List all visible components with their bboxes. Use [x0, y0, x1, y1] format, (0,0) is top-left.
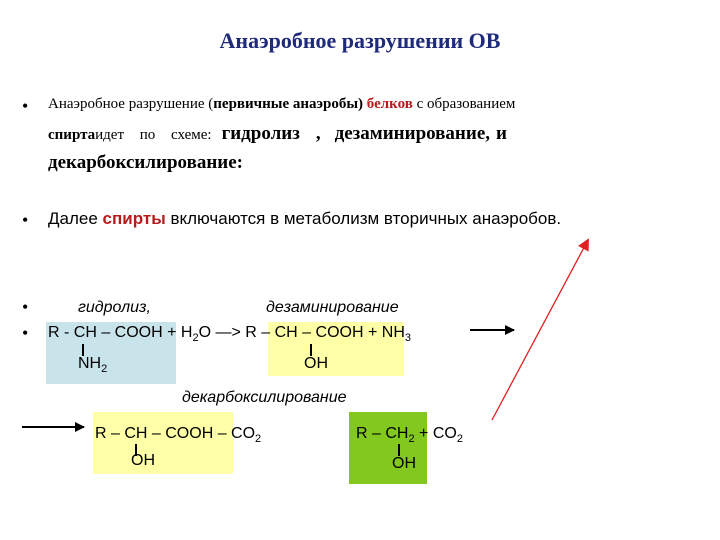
p1-deamination: дезаминирование,	[334, 123, 491, 144]
bond-2	[310, 344, 312, 356]
p1-and: и	[496, 123, 507, 144]
p2-alcohols: спирты	[102, 209, 166, 228]
eq1-ammonia-sub: 3	[404, 332, 411, 344]
paragraph-2: Далее спирты включаются в метаболизм вто…	[48, 209, 561, 229]
eq1-nh2-sub: 2	[101, 363, 108, 375]
p1-comma: ,	[315, 123, 321, 144]
eq1-ammonia-nh: + NH	[363, 324, 405, 341]
bond-4	[398, 444, 400, 456]
box-alcohol	[349, 412, 427, 484]
slide-title: Анаэробное разрушении ОВ	[219, 28, 501, 53]
eq1-nh2-text: NH	[78, 355, 102, 372]
label-decarboxylation: декарбоксилирование	[182, 389, 347, 406]
eq2-hydroxy-acid: R – CH – COOH	[95, 425, 214, 442]
eq1-oh: OH	[304, 355, 328, 372]
p2-text-1: Далее	[48, 209, 103, 228]
equation-2: R – CH – COOH – CO2	[95, 425, 262, 445]
eq3-alcohol-sub: 2	[408, 433, 415, 445]
p1-decarboxylation: декарбоксилирование:	[48, 152, 243, 173]
equation-3: R – CH2 + CO2	[356, 425, 463, 445]
bond-3	[135, 444, 137, 456]
equation-1: R - CH – COOH + H2O —> R – CH – COOH + N…	[48, 324, 411, 344]
bond-1	[82, 344, 84, 356]
eq2-co2-sub: 2	[255, 433, 262, 445]
eq1-nh2: NH2	[78, 355, 108, 375]
eq1-hydroxy-acid: R – CH – COOH	[245, 324, 364, 341]
eq1-water: + H2O —>	[167, 324, 246, 344]
eq3-co2-text: + CO	[414, 425, 457, 442]
p1-hydrolysis: гидролиз	[221, 123, 300, 144]
label-deamination: дезаминирование	[266, 299, 399, 316]
eq1-arrow-text: O —>	[198, 324, 246, 341]
box-amino-acid	[46, 322, 176, 384]
p1-text-6: идет по схеме:	[95, 127, 212, 143]
eq1-ammonia: + NH3	[363, 324, 411, 344]
eq2-oh: OH	[131, 452, 155, 469]
eq3-oh: OH	[392, 455, 416, 472]
eq2-co2: – CO2	[213, 425, 262, 445]
bullet-2-marker: •	[22, 210, 29, 230]
label-hydrolysis: гидролиз,	[78, 299, 151, 316]
paragraph-1: Анаэробное разрушение (первичные анаэроб…	[48, 90, 688, 177]
bullet-4-marker: •	[22, 323, 29, 343]
box-hydroxy-acid-2	[93, 412, 233, 474]
bullet-1-marker: •	[22, 96, 29, 116]
p1-text-4: с образованием	[412, 96, 516, 112]
eq1-water-h: + H	[167, 324, 193, 341]
eq3-co2-sub: 2	[456, 433, 463, 445]
p1-primary-anaerobes: первичные анаэробы)	[213, 96, 364, 112]
box-hydroxy-acid	[268, 322, 404, 376]
p1-proteins: белков	[366, 96, 413, 112]
eq3-alcohol: R – CH	[356, 425, 409, 442]
eq1-amino-acid: R - CH – COOH	[48, 324, 163, 341]
eq1-water-sub: 2	[192, 332, 199, 344]
arrow-alcohol-to-metabolism	[491, 238, 589, 421]
p1-alcohol: спирта	[48, 127, 96, 143]
p2-text-3: включаются в метаболизм вторичных анаэро…	[165, 209, 562, 228]
bullet-3-marker: •	[22, 297, 29, 317]
p1-text-1: Анаэробное разрушение (	[48, 96, 214, 112]
eq2-co2-text: – CO	[213, 425, 256, 442]
